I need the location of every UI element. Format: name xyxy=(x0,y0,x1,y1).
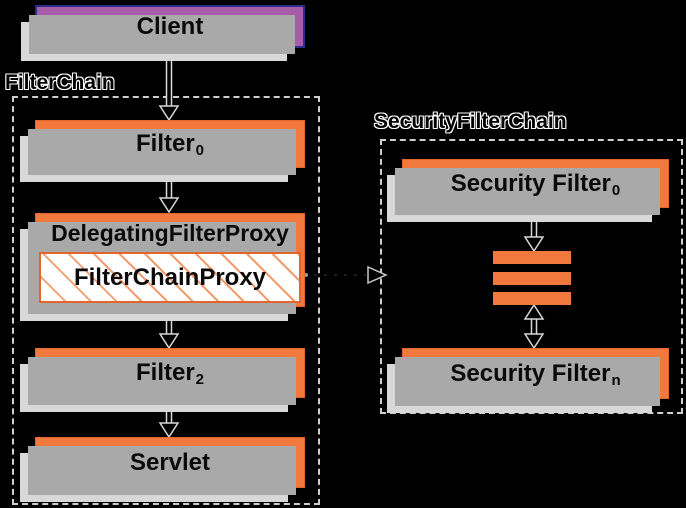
connector-dot xyxy=(304,273,308,277)
filter-chain-proxy-box: FilterChainProxy xyxy=(39,252,301,303)
client-box: Client xyxy=(21,5,305,61)
servlet-box: Servlet xyxy=(20,437,305,502)
delegating-filter-proxy-box: DelegatingFilterProxy FilterChainProxy xyxy=(20,213,305,321)
ellipsis-bar xyxy=(493,251,571,264)
filter-chain-proxy-label: FilterChainProxy xyxy=(73,263,267,291)
servlet-label: Servlet xyxy=(129,448,211,476)
security-filter0-label: Security Filter xyxy=(450,169,611,197)
delegating-filter-proxy-label: DelegatingFilterProxy xyxy=(51,219,289,246)
ellipsis-bar xyxy=(493,292,571,305)
double-arrow-icon xyxy=(523,304,545,349)
arrow-right-icon xyxy=(304,265,388,285)
security-filtern-label: Security Filter xyxy=(450,359,611,387)
client-label: Client xyxy=(136,12,204,40)
security-filterchain-label: SecurityFilterChain xyxy=(374,110,567,133)
filter0-label: Filter xyxy=(135,130,195,157)
ellipsis-bar xyxy=(493,272,571,285)
filterchain-label: FilterChain xyxy=(5,71,115,94)
filter2-label: Filter xyxy=(135,359,195,386)
